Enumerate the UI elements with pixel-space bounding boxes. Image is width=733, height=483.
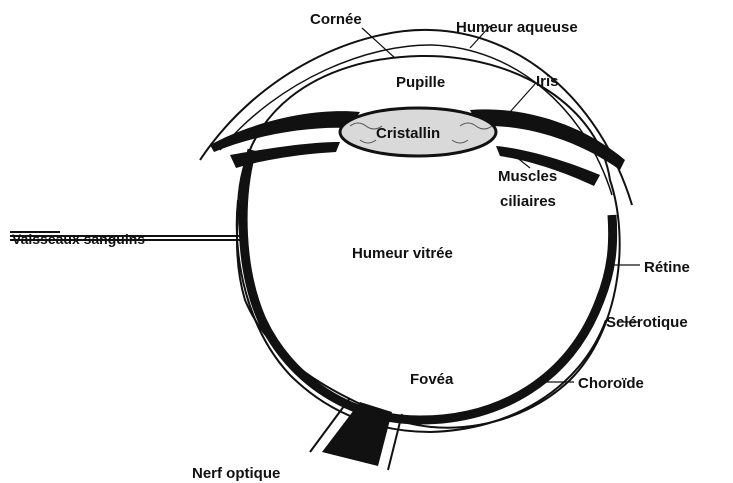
label-iris: Iris	[536, 73, 559, 90]
optic-nerve	[322, 402, 392, 466]
label-pupille: Pupille	[396, 74, 445, 91]
label-muscles-line2: ciliaires	[500, 193, 556, 210]
label-sclerotique: Sclérotique	[606, 314, 688, 331]
label-muscles-line1: Muscles	[498, 168, 557, 185]
label-fovea: Fovéa	[410, 371, 454, 388]
label-cristallin: Cristallin	[376, 125, 440, 142]
label-vaisseaux: Vaisseaux sanguins	[12, 231, 145, 247]
ciliary-muscle-left	[230, 142, 340, 168]
label-nerf-optique: Nerf optique	[192, 465, 280, 482]
label-retine: Rétine	[644, 259, 690, 276]
leader-iris	[510, 84, 535, 112]
label-cornee: Cornée	[310, 11, 362, 28]
label-choroide: Choroïde	[578, 375, 644, 392]
label-humeur-vitree: Humeur vitrée	[352, 245, 453, 262]
label-humeur-aqueuse: Humeur aqueuse	[456, 19, 578, 36]
